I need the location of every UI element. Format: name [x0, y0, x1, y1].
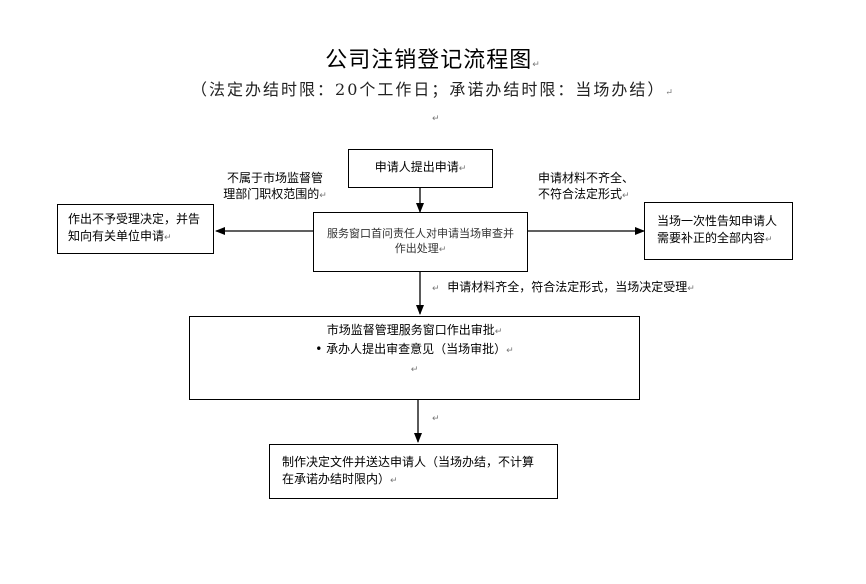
- paragraph-mark: ↵: [432, 114, 440, 124]
- node-apply: 申请人提出申请↵: [348, 149, 493, 188]
- node-deliver: 制作决定文件并送达申请人（当场办结，不计算在承诺办结时限内）↵: [269, 444, 558, 499]
- paragraph-mark: ↵: [622, 191, 630, 201]
- node-approve: 市场监督管理服务窗口作出审批↵ • 承办人提出审查意见（当场审批）↵ ↵: [189, 316, 640, 400]
- node-reject-text: 作出不予受理决定，并告知向有关单位申请: [68, 212, 201, 243]
- paragraph-mark: ↵: [494, 327, 503, 337]
- paragraph-mark: ↵: [410, 365, 419, 375]
- paragraph-mark: ↵: [506, 346, 514, 356]
- node-approve-line2: • 承办人提出审查意见（当场审批）: [315, 342, 507, 356]
- edge-label-supplement: 申请材料不齐全、 不符合法定形式↵: [538, 170, 668, 204]
- node-approve-line1: 市场监督管理服务窗口作出审批: [326, 323, 495, 337]
- edge-label-supplement-line2: 不符合法定形式: [538, 187, 623, 201]
- node-reject: 作出不予受理决定，并告知向有关单位申请↵: [57, 204, 214, 254]
- node-supplement: 当场一次性告知申请人需要补正的全部内容↵: [644, 202, 793, 260]
- edge-label-accept: ↵ 申请材料齐全，符合法定形式，当场决定受理↵: [432, 280, 695, 294]
- paragraph-mark: ↵: [438, 245, 447, 255]
- node-supplement-text: 当场一次性告知申请人需要补正的全部内容: [657, 214, 778, 245]
- edge-label-reject: 不属于市场监督管理部门职权范围的↵: [223, 171, 327, 201]
- node-review-text: 服务窗口首问责任人对申请当场审查并作出处理: [327, 227, 514, 255]
- paragraph-mark: ↵: [665, 88, 675, 98]
- paragraph-mark: ↵: [432, 284, 440, 294]
- edge-label-supplement-line1: 申请材料不齐全、: [538, 171, 635, 185]
- paragraph-mark: ↵: [432, 414, 440, 424]
- node-review: 服务窗口首问责任人对申请当场审查并作出处理↵: [313, 212, 528, 272]
- paragraph-mark: ↵: [164, 233, 172, 243]
- page-title: 公司注销登记流程图↵: [325, 48, 541, 73]
- paragraph-mark: ↵: [390, 475, 398, 486]
- page-subtitle: （法定办结时限：20个工作日；承诺办结时限：当场办结）↵: [191, 80, 675, 99]
- paragraph-mark: ↵: [532, 60, 541, 70]
- paragraph-mark: ↵: [765, 235, 773, 245]
- paragraph-mark: ↵: [687, 284, 695, 294]
- paragraph-mark: ↵: [319, 191, 327, 201]
- node-apply-text: 申请人提出申请: [374, 160, 459, 174]
- node-deliver-text: 制作决定文件并送达申请人（当场办结，不计算在承诺办结时限内）: [282, 454, 535, 486]
- paragraph-mark: ↵: [458, 164, 467, 174]
